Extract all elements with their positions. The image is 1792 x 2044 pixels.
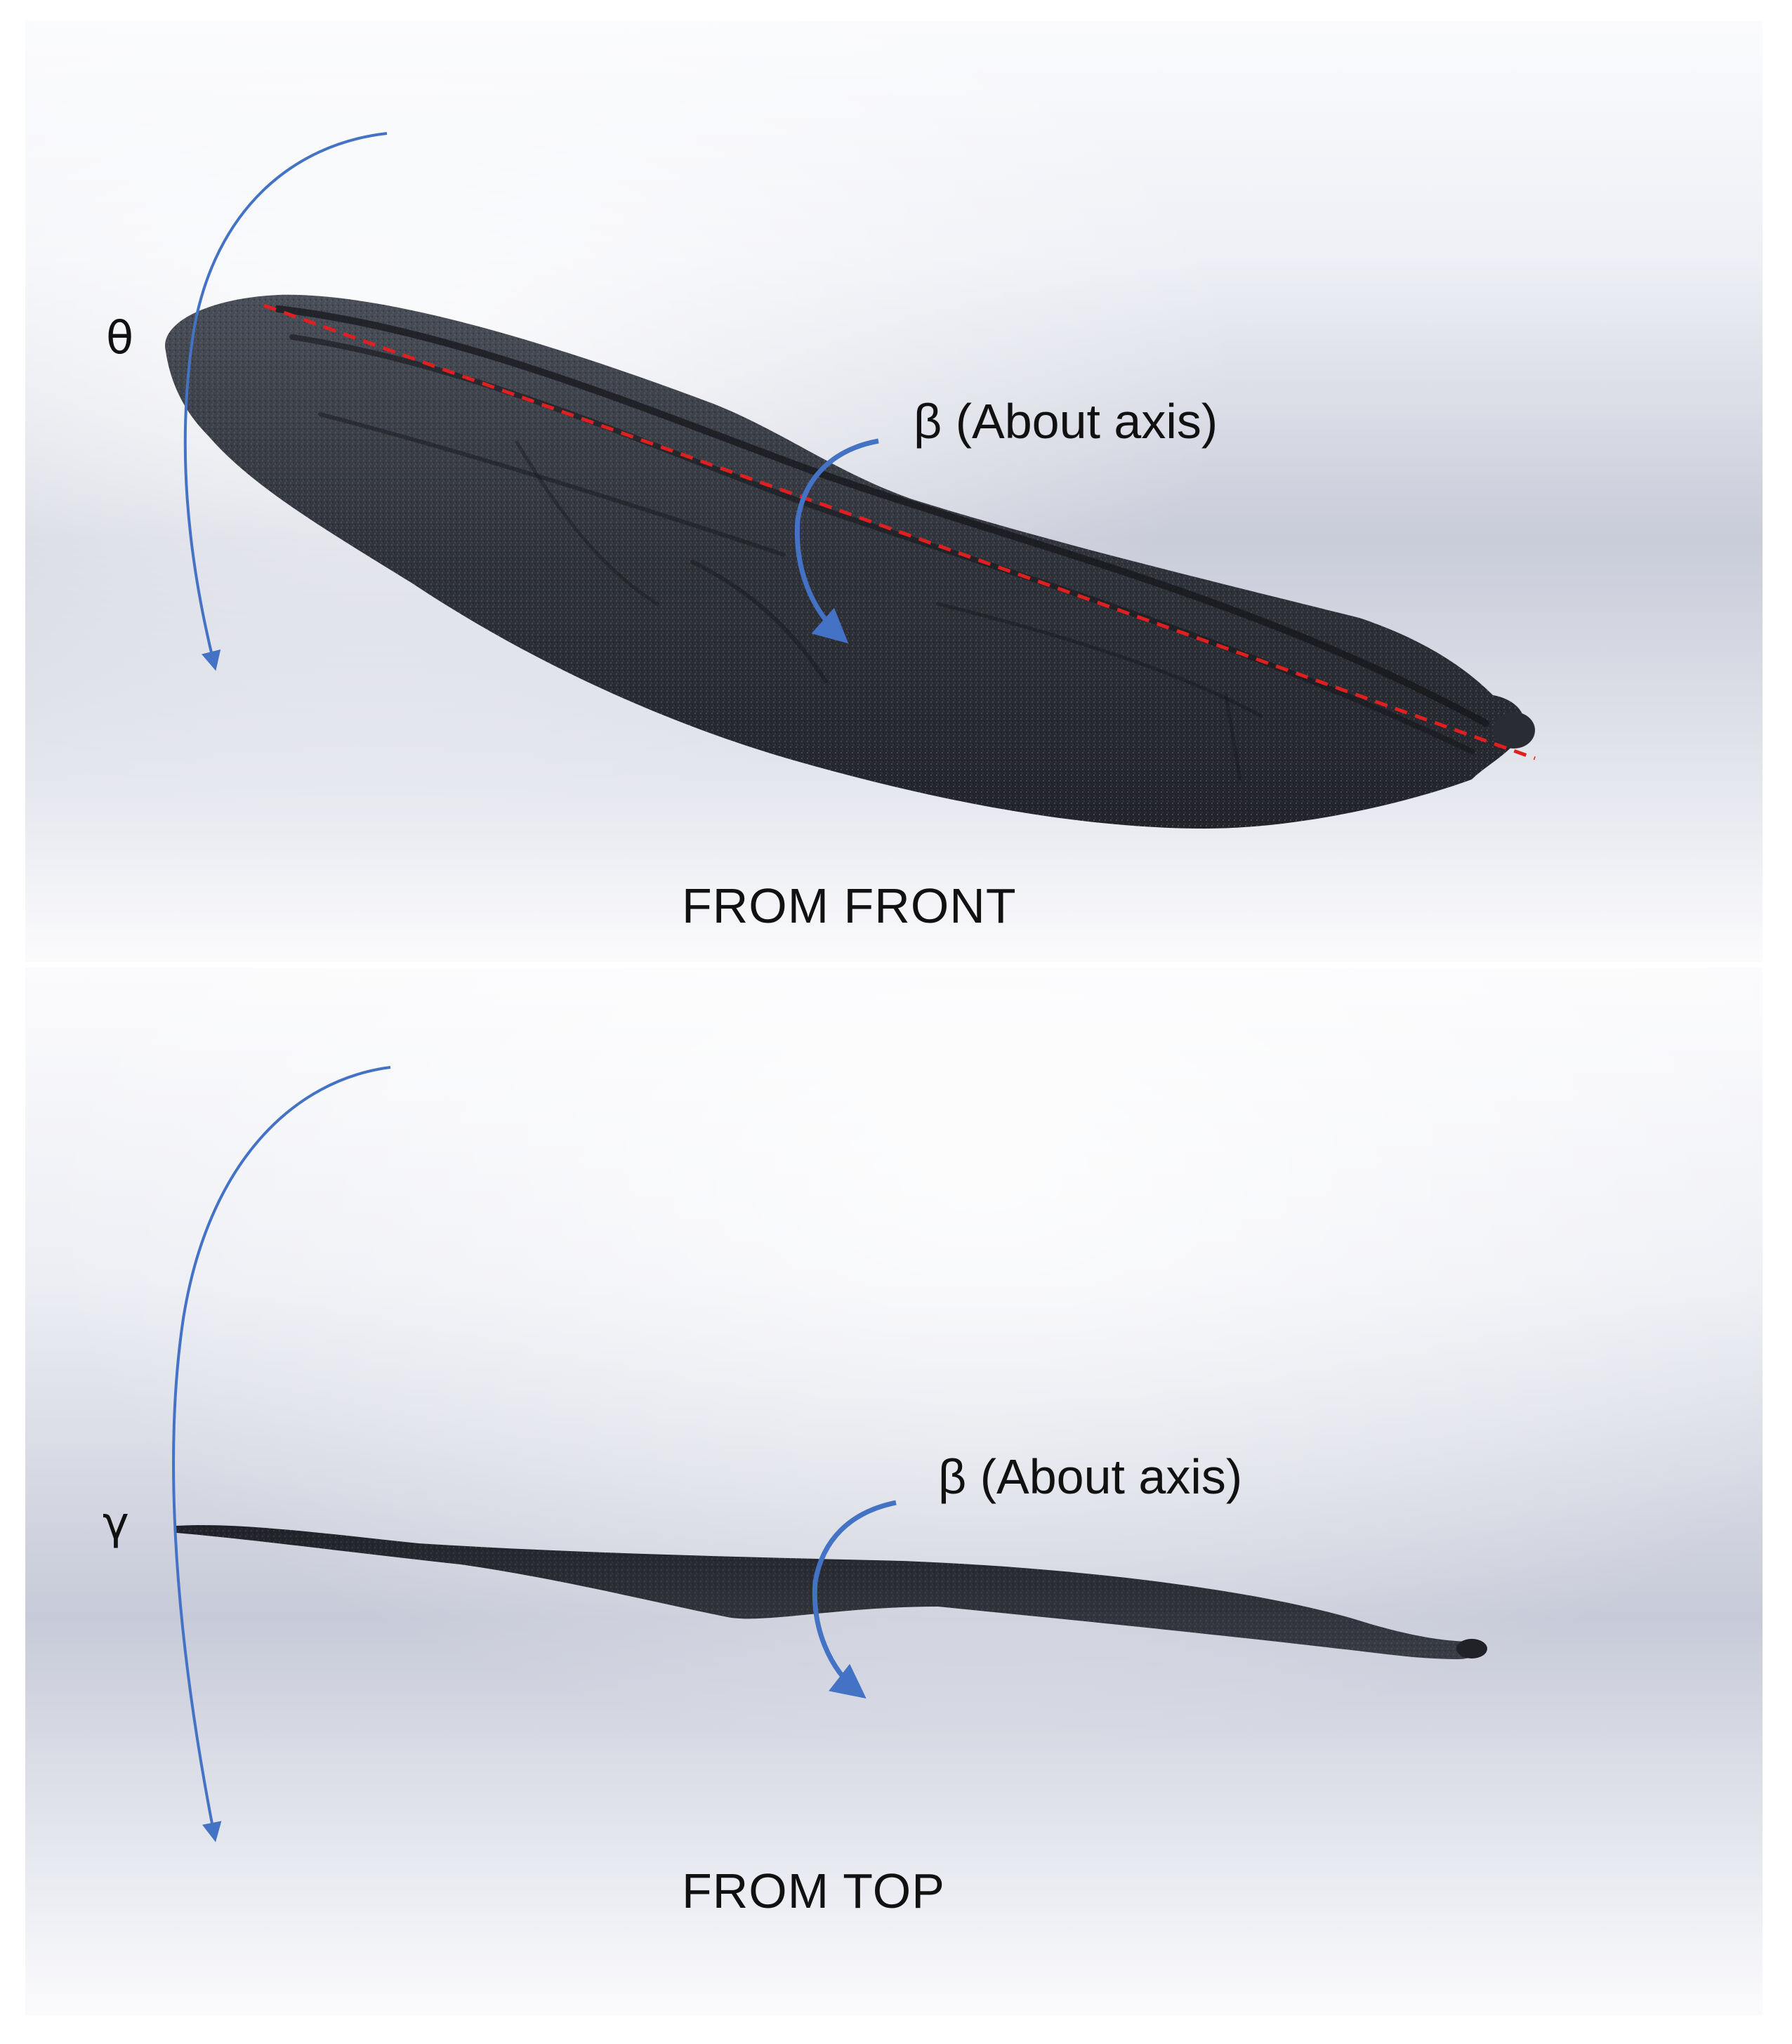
beta-arrow-top <box>812 1500 897 1699</box>
front-view-caption: FROM FRONT <box>682 878 1017 933</box>
beta-arrow <box>794 438 879 644</box>
front-view-figure <box>165 132 1536 829</box>
wing-veins <box>275 305 1489 782</box>
gamma-label: γ <box>103 1498 129 1550</box>
gamma-arrow <box>172 1066 391 1842</box>
front-view-panel: θ β (About axis) FROM FRONT <box>25 21 1763 962</box>
top-view-caption: FROM TOP <box>682 1864 945 1918</box>
top-view-figure <box>172 1066 1487 1842</box>
wing-tip <box>1493 712 1535 749</box>
beta-label-front: β (About axis) <box>914 394 1218 449</box>
theta-arrow <box>183 132 388 671</box>
beta-label-top: β (About axis) <box>938 1449 1243 1504</box>
top-view-background <box>25 968 1763 2015</box>
top-view-panel: γ β (About axis) FROM TOP <box>25 968 1763 2015</box>
wing-tip-top <box>1456 1639 1487 1659</box>
front-view-background <box>25 21 1763 962</box>
rotation-axis-line <box>263 303 1536 760</box>
theta-label: θ <box>106 312 134 364</box>
